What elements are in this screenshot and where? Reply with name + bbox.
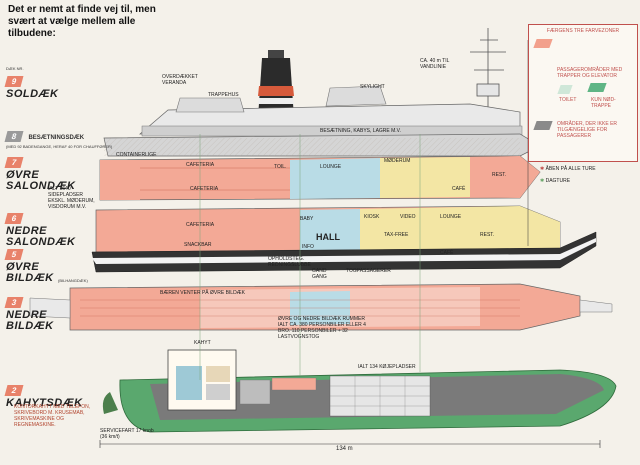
deck-name: NEDRE BILDÆK [6,309,54,332]
deck-name: SOLDÆK [6,88,59,100]
deck-name: KAHYTSDÆK [6,397,83,409]
red-zone-swatch [533,39,553,48]
label-rest-7: REST. [492,172,507,178]
deck-number: 6 [4,213,24,224]
crew-deck-level [103,133,541,157]
sun-deck-level [139,28,523,137]
green-toilet-swatch [557,85,573,94]
label-meeting: MØDERUM [384,158,411,164]
legend-red-zone: PASSAGEROMRÅDER MED TRAPPER OG ELEVATOR [557,67,623,79]
label-rest-6: REST. [480,232,495,238]
deck-name: NEDRE SALONDÆK [6,225,76,248]
cabin-inset [167,349,237,411]
label-car-capacity: ØVRE OG NEDRE BILDÆK RUMMER IALT CA. 380… [278,316,366,340]
label-cafeteria-6: CAFETERIA [186,222,215,228]
legend-title: FÆRGENS TRE FARVEZONER [546,28,620,34]
label-train-passengers: TOGPASSAGERER [346,268,391,274]
label-toil-7: TOIL. [274,164,287,170]
label-length: 134 m [336,446,353,452]
label-gangway: GAND GANG [312,268,327,280]
deck-number: 3 [4,297,24,308]
deck-number: 5 [4,249,24,260]
label-stairwell: TRAPPEHUS [208,92,239,98]
label-cafe-6: CAFÉ [440,250,454,256]
legend-toilet: TOILET [559,97,577,103]
deck-sub: (BILHANGDÆK) [58,278,88,283]
label-kiosk: KIOSK [364,214,380,220]
green-zone-swatch [587,83,607,92]
legend-open-all: ÅBEN PÅ ALLE TURE [545,166,596,172]
deck-number-caption: DÆK NR. [6,66,24,71]
deck-label-2: 2 KAHYTSDÆK [4,380,83,409]
label-hall: HALL [316,232,340,242]
stair-connectors [199,134,421,380]
label-cafe-7: CAFÉ [452,186,466,192]
open-all-row: ✱ ÅBEN PÅ ALLE TURE [540,166,596,172]
label-cabin: KAHYT [194,340,211,346]
deck-name: ØVRE SALONDÆK [6,169,76,192]
label-taxfree: TAX-FREE [384,232,409,238]
cabin-deck [99,349,617,448]
open-all-icon: ✱ [540,166,546,172]
label-lifeboat: OPHOLDSTEG. REDNINGSLUBBE [268,256,311,268]
deck-number: 2 [4,385,24,396]
label-crew: BESÆTNING, KABYS, LAGRE M.V. [320,128,401,134]
deck-label-8: 8 BESÆTNINGSDÆK (MED 92 BADENGANGE, HERA… [4,126,113,149]
label-car-waits: BÆREN VENTER PÅ ØVRE BILDÆK [160,290,246,296]
legend-green-zone: KUN NØD-TRAPPE [591,97,616,109]
deck-label-7: 7 ØVRE SALONDÆK [4,152,76,192]
deck-label-6: 6 NEDRE SALONDÆK [4,208,86,248]
deck-sub: (MED 92 BADENGANGE, HERAF 40 FOR CHAUFFØ… [6,144,113,149]
deck-label-3: 3 NEDRE BILDÆK [4,292,66,332]
label-height: CA. 40 m TIL VANDLINIE [420,58,450,70]
deck-number: 7 [4,157,24,168]
legend-gray-zone: OMRÅDER, DER IKKE ER TILGÆNGELIGE FOR PA… [557,121,618,139]
lower-salon-deck [91,205,597,273]
deck-name: BESÆTNINGSDÆK [28,135,85,141]
gray-zone-swatch [533,121,553,130]
label-cafeteria-7b: CAFETERIA [190,186,219,192]
label-service-speed: SERVICEFART 17 knob (36 km/t) [100,428,154,440]
upper-car-deck [29,283,613,331]
funnel [258,50,294,118]
deck-7-seats: IALT 1640 SIDEPLADSER EKSKL. MØDERUM, VI… [48,186,95,210]
label-skylight: SKYLIGHT [360,84,385,90]
label-snackbar: SNACKBAR [184,242,212,248]
deck-name: ØVRE BILDÆK [6,261,54,284]
upper-salon-deck [99,155,541,201]
label-lounge-7: LOUNGE [320,164,342,170]
label-lounge-6: LOUNGE [440,214,462,220]
label-info: INFO [302,244,314,250]
headline: Det er nemt at finde vej til, men svært … [8,4,156,39]
label-baby: BABY [300,216,314,222]
daytrips-row: ✱ DAGTURE [540,178,570,184]
deck-label-5: 5 ØVRE BILDÆK (BILHANGDÆK) [4,244,88,284]
color-zone-legend: FÆRGENS TRE FARVEZONER PASSAGEROMRÅDER M… [528,24,638,162]
label-cafeteria-7: CAFETERIA [186,162,215,168]
cabin-office-note: KONTORKAHYT MED TELEFON, SKRIVEBORD M. K… [14,404,91,428]
radar-mast [470,28,506,118]
legend-daytrips: DAGTURE [545,178,571,184]
label-video: VIDEO [400,214,416,220]
label-berths: IALT 134 KØJEPLADSER [358,364,416,370]
deck-number: 8 [4,131,24,142]
label-container: CONTAINERLIGE [116,152,157,158]
daytrips-icon: ✱ [540,178,546,184]
deck-label-9: DÆK NR. 9 SOLDÆK [4,66,59,100]
label-veranda: OVERDÆKKET VERANDA [162,74,198,86]
deck-number: 9 [4,76,24,87]
